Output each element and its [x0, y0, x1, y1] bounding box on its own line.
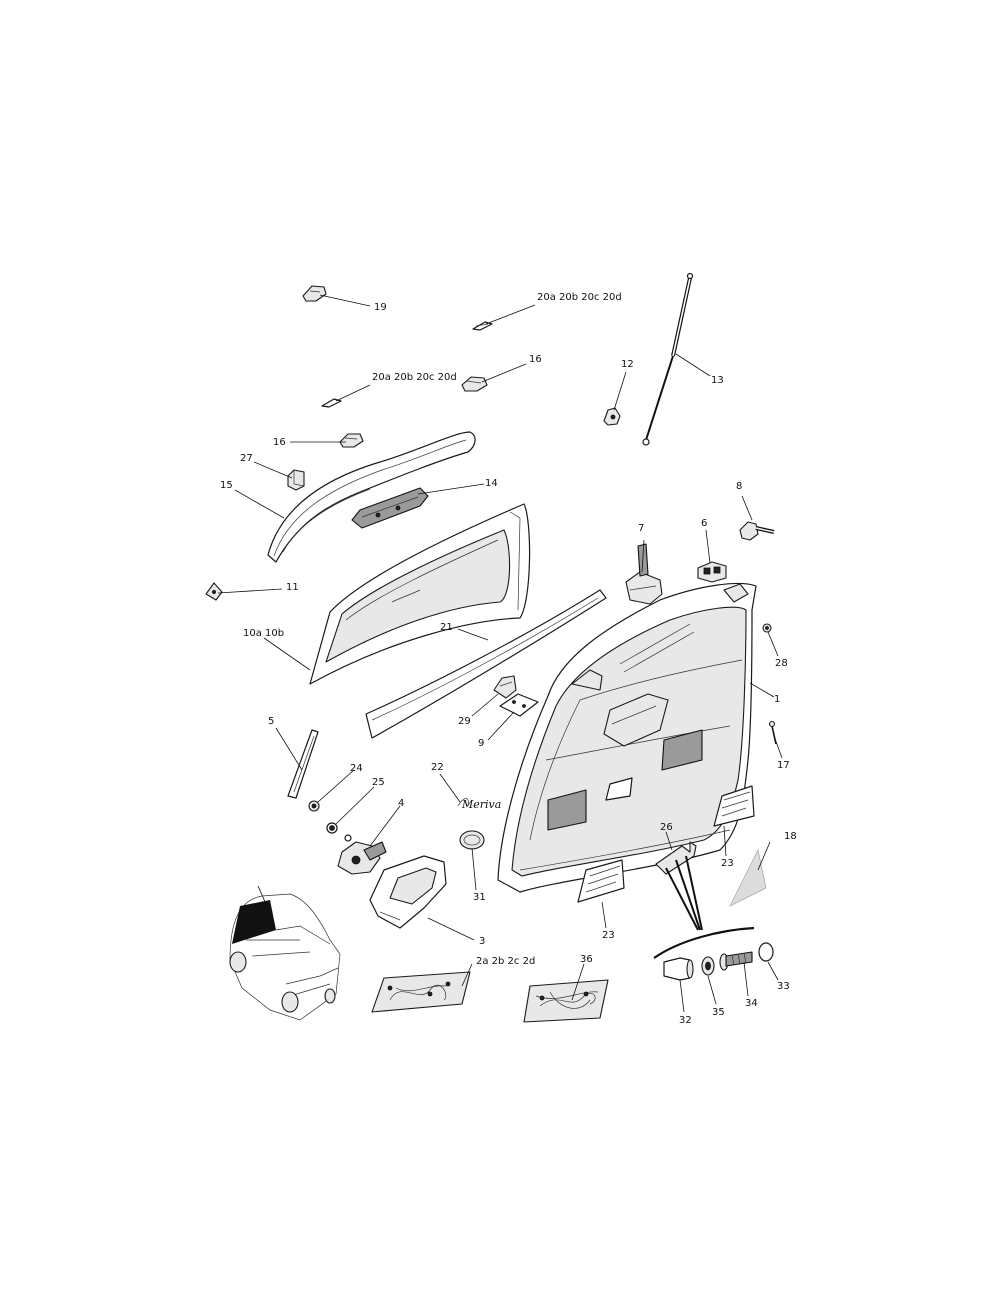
- label-33: 33: [777, 981, 790, 992]
- label-17: 17: [777, 760, 790, 771]
- part-26-bracket: [655, 841, 697, 875]
- part-10-rear-window: [309, 503, 531, 685]
- leader-lines: [217, 294, 783, 1013]
- label-34: 34: [745, 998, 758, 1009]
- label-13: 13: [711, 375, 724, 386]
- part-5-trim-strip: [287, 729, 319, 799]
- part-23-lamp-right: [713, 785, 755, 827]
- label-28: 28: [775, 658, 788, 669]
- label-25: 25: [372, 777, 385, 788]
- part-4-wiper-motor: [337, 834, 387, 875]
- label-9: 9: [478, 738, 484, 749]
- part-6-latch: [697, 561, 727, 583]
- label-10: 10a 10b: [243, 628, 284, 639]
- part-11-bracket: [205, 582, 223, 601]
- part-25-ring: [326, 822, 338, 834]
- label-16-upper: 16: [529, 354, 542, 365]
- label-18: 18: [784, 831, 797, 842]
- label-4: 4: [398, 798, 404, 809]
- label-14: 14: [485, 478, 498, 489]
- callout-labels: 19 20a 20b 20c 20d 16 20a 20b 20c 20d 12…: [220, 292, 797, 1026]
- label-21: 21: [440, 622, 453, 633]
- label-24: 24: [350, 763, 363, 774]
- part-17-screw: [768, 720, 777, 745]
- part-16-bracket-upper: [461, 376, 488, 392]
- label-32: 32: [679, 1015, 692, 1026]
- label-36: 36: [580, 954, 593, 965]
- part-18-decal: [729, 848, 767, 907]
- label-3: 3: [479, 936, 485, 947]
- part-15-spoiler: [267, 431, 476, 563]
- part-9-plate: [499, 693, 539, 717]
- part-14-stop-lamp: [351, 487, 429, 529]
- part-28-nut: [762, 623, 772, 633]
- part-27-cap: [287, 469, 305, 491]
- label-20-upper: 20a 20b 20c 20d: [537, 292, 622, 303]
- label-8: 8: [736, 481, 742, 492]
- part-16-bracket-lower: [339, 433, 364, 448]
- label-12: 12: [621, 359, 634, 370]
- label-23-right: 23: [721, 858, 734, 869]
- label-2: 2a 2b 2c 2d: [476, 956, 535, 967]
- part-31-emblem: [459, 830, 485, 850]
- part-13-gas-strut: [642, 272, 694, 446]
- part-21-weatherstrip: [365, 589, 607, 739]
- part-32-spacer: [663, 957, 694, 981]
- part-29-hinge: [493, 675, 517, 699]
- label-19: 19: [374, 302, 387, 313]
- label-26: 26: [660, 822, 673, 833]
- part-3-handle-housing: [369, 855, 447, 929]
- label-31: 31: [473, 892, 486, 903]
- label-29: 29: [458, 716, 471, 727]
- part-33-cap: [758, 942, 774, 962]
- fastener-callout-lines: [653, 855, 755, 959]
- part-2-wiring-harness: [371, 971, 471, 1013]
- label-27: 27: [240, 453, 253, 464]
- part-8-bolt: [739, 521, 775, 541]
- part-7-actuator: [625, 543, 663, 605]
- part-20-clip-upper: [472, 321, 493, 331]
- badge-script-text: Meriva: [461, 798, 501, 811]
- part-12-hinge-bracket: [603, 407, 621, 426]
- part-19-clip: [302, 285, 327, 302]
- part-36-wiring-harness: [523, 979, 609, 1023]
- label-11: 11: [286, 582, 299, 593]
- part-23-lamp-lower: [577, 859, 625, 903]
- label-6: 6: [701, 518, 707, 529]
- part-1-tailgate-panel: [497, 582, 757, 893]
- label-15: 15: [220, 480, 233, 491]
- label-23-lower: 23: [602, 930, 615, 941]
- part-22-script-badge: Meriva: [457, 798, 501, 811]
- vehicle-locator-illustration: [229, 893, 341, 1021]
- label-1: 1: [774, 694, 780, 705]
- label-35: 35: [712, 1007, 725, 1018]
- part-24-grommet: [308, 800, 320, 812]
- label-16-lower: 16: [273, 437, 286, 448]
- label-20-lower: 20a 20b 20c 20d: [372, 372, 457, 383]
- part-35-washer: [701, 956, 715, 976]
- label-5: 5: [268, 716, 274, 727]
- label-22: 22: [431, 762, 444, 773]
- part-34-bolt: [719, 951, 753, 971]
- label-7: 7: [638, 523, 644, 534]
